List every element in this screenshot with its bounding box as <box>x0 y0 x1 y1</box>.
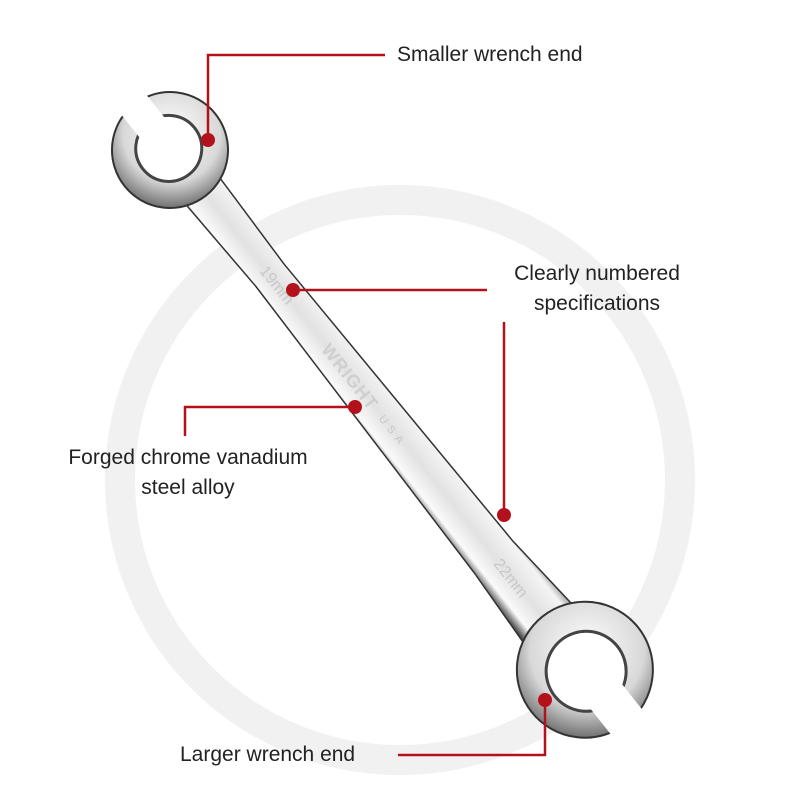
callout-lines <box>183 53 547 757</box>
wrench: 19mm WRIGHT USA 22mm <box>111 91 654 739</box>
smaller-end-leader <box>206 53 385 140</box>
callout-specifications: Clearly numbered specifications <box>487 259 707 319</box>
callout-forged-line2: steel alloy <box>141 476 235 499</box>
callout-larger-end: Larger wrench end <box>180 743 356 766</box>
callout-forged-alloy: Forged chrome vanadium steel alloy <box>38 443 338 503</box>
callout-smaller-end: Smaller wrench end <box>397 43 583 66</box>
specs-dot-top <box>286 283 300 297</box>
larger-end-leader <box>398 700 547 757</box>
forged-leader <box>183 405 355 436</box>
callout-specs-line2: specifications <box>533 292 661 315</box>
smaller-end-dot <box>201 133 215 147</box>
callout-forged-line1: Forged chrome vanadium <box>68 446 308 469</box>
callout-dots <box>201 133 552 707</box>
forged-dot <box>348 400 362 414</box>
callout-specs-line1: Clearly numbered <box>514 262 680 285</box>
small-wrench-head <box>111 91 229 209</box>
specs-dot-bottom <box>497 508 511 522</box>
background-ring <box>105 185 695 775</box>
larger-end-dot <box>538 693 552 707</box>
